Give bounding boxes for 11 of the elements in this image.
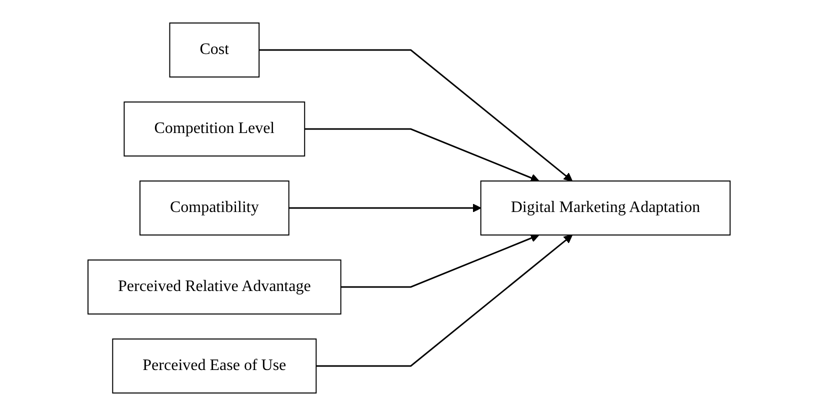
arrow [305, 128, 540, 182]
arrow [260, 48, 574, 181]
node-box: Perceived Ease of Use [112, 338, 318, 393]
arrow [289, 203, 482, 212]
node-box: Competition Level [124, 101, 306, 156]
arrow [341, 233, 540, 288]
node-box: Digital Marketing Adaptation [480, 180, 732, 235]
arrow [316, 234, 574, 366]
node-box: Cost [170, 22, 260, 77]
node-box: Compatibility [140, 180, 290, 235]
node-box: Perceived Relative Advantage [88, 259, 342, 314]
